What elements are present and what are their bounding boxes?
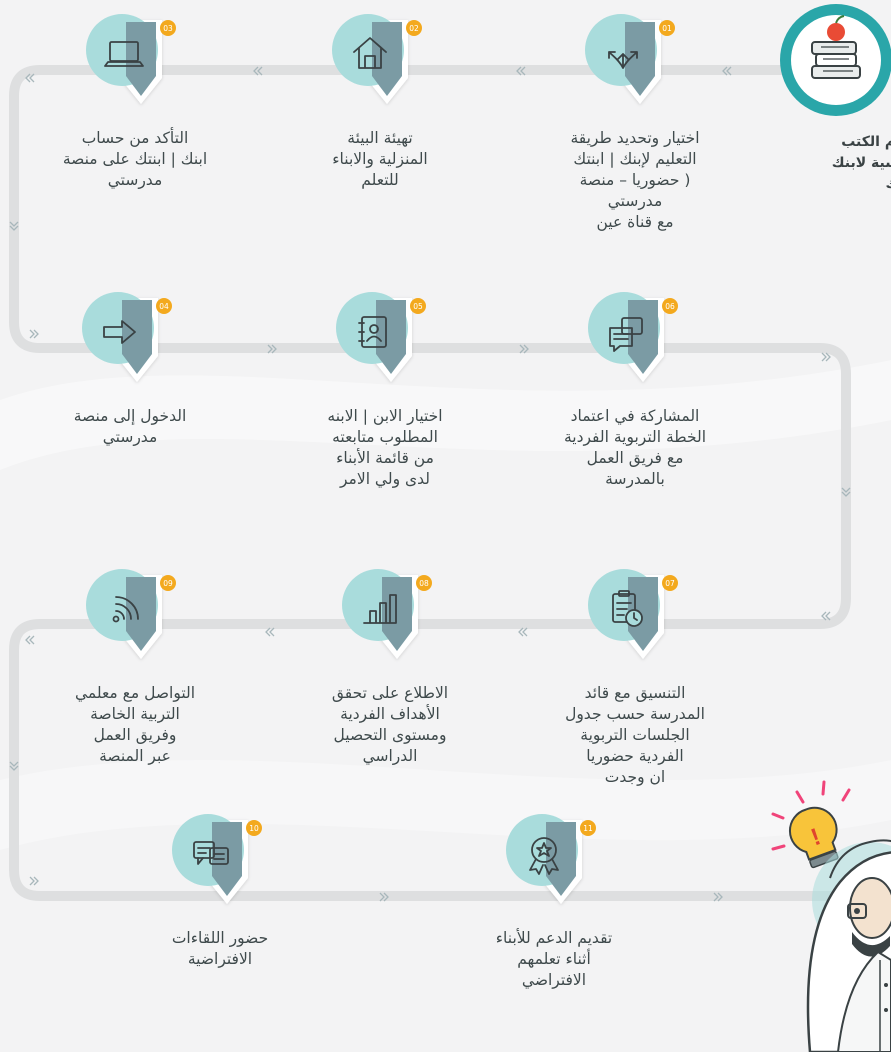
chevron-down-icon [9,221,19,231]
step-node-04: 04 [82,292,172,382]
step-number-badge [659,20,675,36]
step-number-badge [406,20,422,36]
step-number: 10 [249,824,259,833]
chevron-right-icon [713,892,723,902]
step-node-09: 09 [86,569,176,659]
timeline-path [9,65,851,901]
chevron-left-icon [25,73,35,83]
step-number-badge [416,575,432,591]
chevron-down-icon [841,487,851,497]
step-node-10: 10 [172,814,262,904]
step-number: 06 [665,302,675,311]
chevron-down-icon [9,761,19,771]
step-label-11: تقديم الدعم للأبناء أثناء تعلمهم الافترا… [495,929,613,989]
shield-marker [122,300,152,374]
step-node-06: 06 [588,292,678,382]
chevron-left-icon [722,66,732,76]
login-arrow-icon [103,320,136,344]
chevron-left-icon [516,66,526,76]
chevron-left-icon [518,627,528,637]
step-number-badge [160,20,176,36]
background-swoosh [0,360,891,470]
step-label-05: اختيار الابن | الابنه المطلوب متابعته من… [327,407,443,488]
shield-marker [372,22,402,96]
start-step-label: استلام الكتب الدراسية لابنك | ابنتك [831,134,891,192]
split-arrows-icon [608,51,638,69]
chevron-left-icon [25,635,35,645]
step-number-badge [156,298,172,314]
chevron-right-icon [29,329,39,339]
chevron-right-icon [267,344,277,354]
laptop-icon [104,41,144,67]
chevron-right-icon [29,876,39,886]
step-number: 08 [419,579,429,588]
step-number-badge [662,298,678,314]
house-icon [353,37,387,69]
shield-marker [546,822,576,896]
step-number-badge [246,820,262,836]
chevron-left-icon [821,611,831,621]
step-node-05: 05 [336,292,426,382]
chevron-right-icon [519,344,529,354]
chevron-right-icon [821,352,831,362]
clipboard-clock-icon [612,590,643,627]
step-node-07: 07 [588,569,678,659]
step-number: 11 [583,824,593,833]
step-number-badge [410,298,426,314]
chat-document-icon [609,317,643,352]
signal-waves-icon [112,596,139,623]
chevron-right-icon [379,892,389,902]
step-node-11: 11 [506,814,596,904]
shield-marker [126,577,156,651]
step-number: 05 [413,302,423,311]
chat-bubbles-icon [193,841,229,865]
idea-bulb-icon: ! [771,780,851,869]
shield-marker [212,822,242,896]
shield-marker [126,22,156,96]
step-node-01: 01 [585,14,675,104]
star-medal-icon [529,837,559,875]
step-label-10: حضور اللقاءات الافتراضية [171,929,269,968]
books-apple-icon [811,15,861,79]
step-label-03: التأكد من حساب ابنك | ابنتك على منصة مدر… [62,129,208,189]
step-number: 02 [409,24,419,33]
step-node-03: 03 [86,14,176,104]
step-label-07: التنسيق مع قائد المدرسة حسب جدول الجلسات… [565,684,705,786]
step-label-01: اختيار وتحديد طريقة التعليم لإبنك | ابنت… [570,129,700,231]
step-node-02: 02 [332,14,422,104]
start-emblem [780,4,891,116]
step-label-09: التواصل مع معلمي التربية الخاصة وفريق ال… [74,684,196,765]
step-number: 04 [159,302,169,311]
background-swoosh [0,760,891,850]
step-label-02: تهيئة البيئة المنزلية والابناء للتعلم [332,129,428,189]
step-number: 01 [662,24,672,33]
bar-chart-icon [363,594,397,624]
step-number: 07 [665,579,675,588]
chevron-left-icon [265,627,275,637]
parent-character [806,839,891,1052]
step-number: 03 [163,24,173,33]
step-label-06: المشاركة في اعتماد الخطة التربوية الفردي… [563,407,707,488]
chevron-left-icon [253,66,263,76]
path-direction-chevrons [9,66,851,902]
step-number-badge [160,575,176,591]
step-number-badge [662,575,678,591]
step-node-08: 08 [342,569,432,659]
contact-book-icon [358,316,387,348]
shield-marker [376,300,406,374]
step-label-08: الاطلاع على تحقق الأهداف الفردية ومستوى … [331,684,449,765]
step-number: 09 [163,579,173,588]
step-label-04: الدخول إلى منصة مدرستي [73,407,187,446]
step-number-badge [580,820,596,836]
shield-marker [625,22,655,96]
